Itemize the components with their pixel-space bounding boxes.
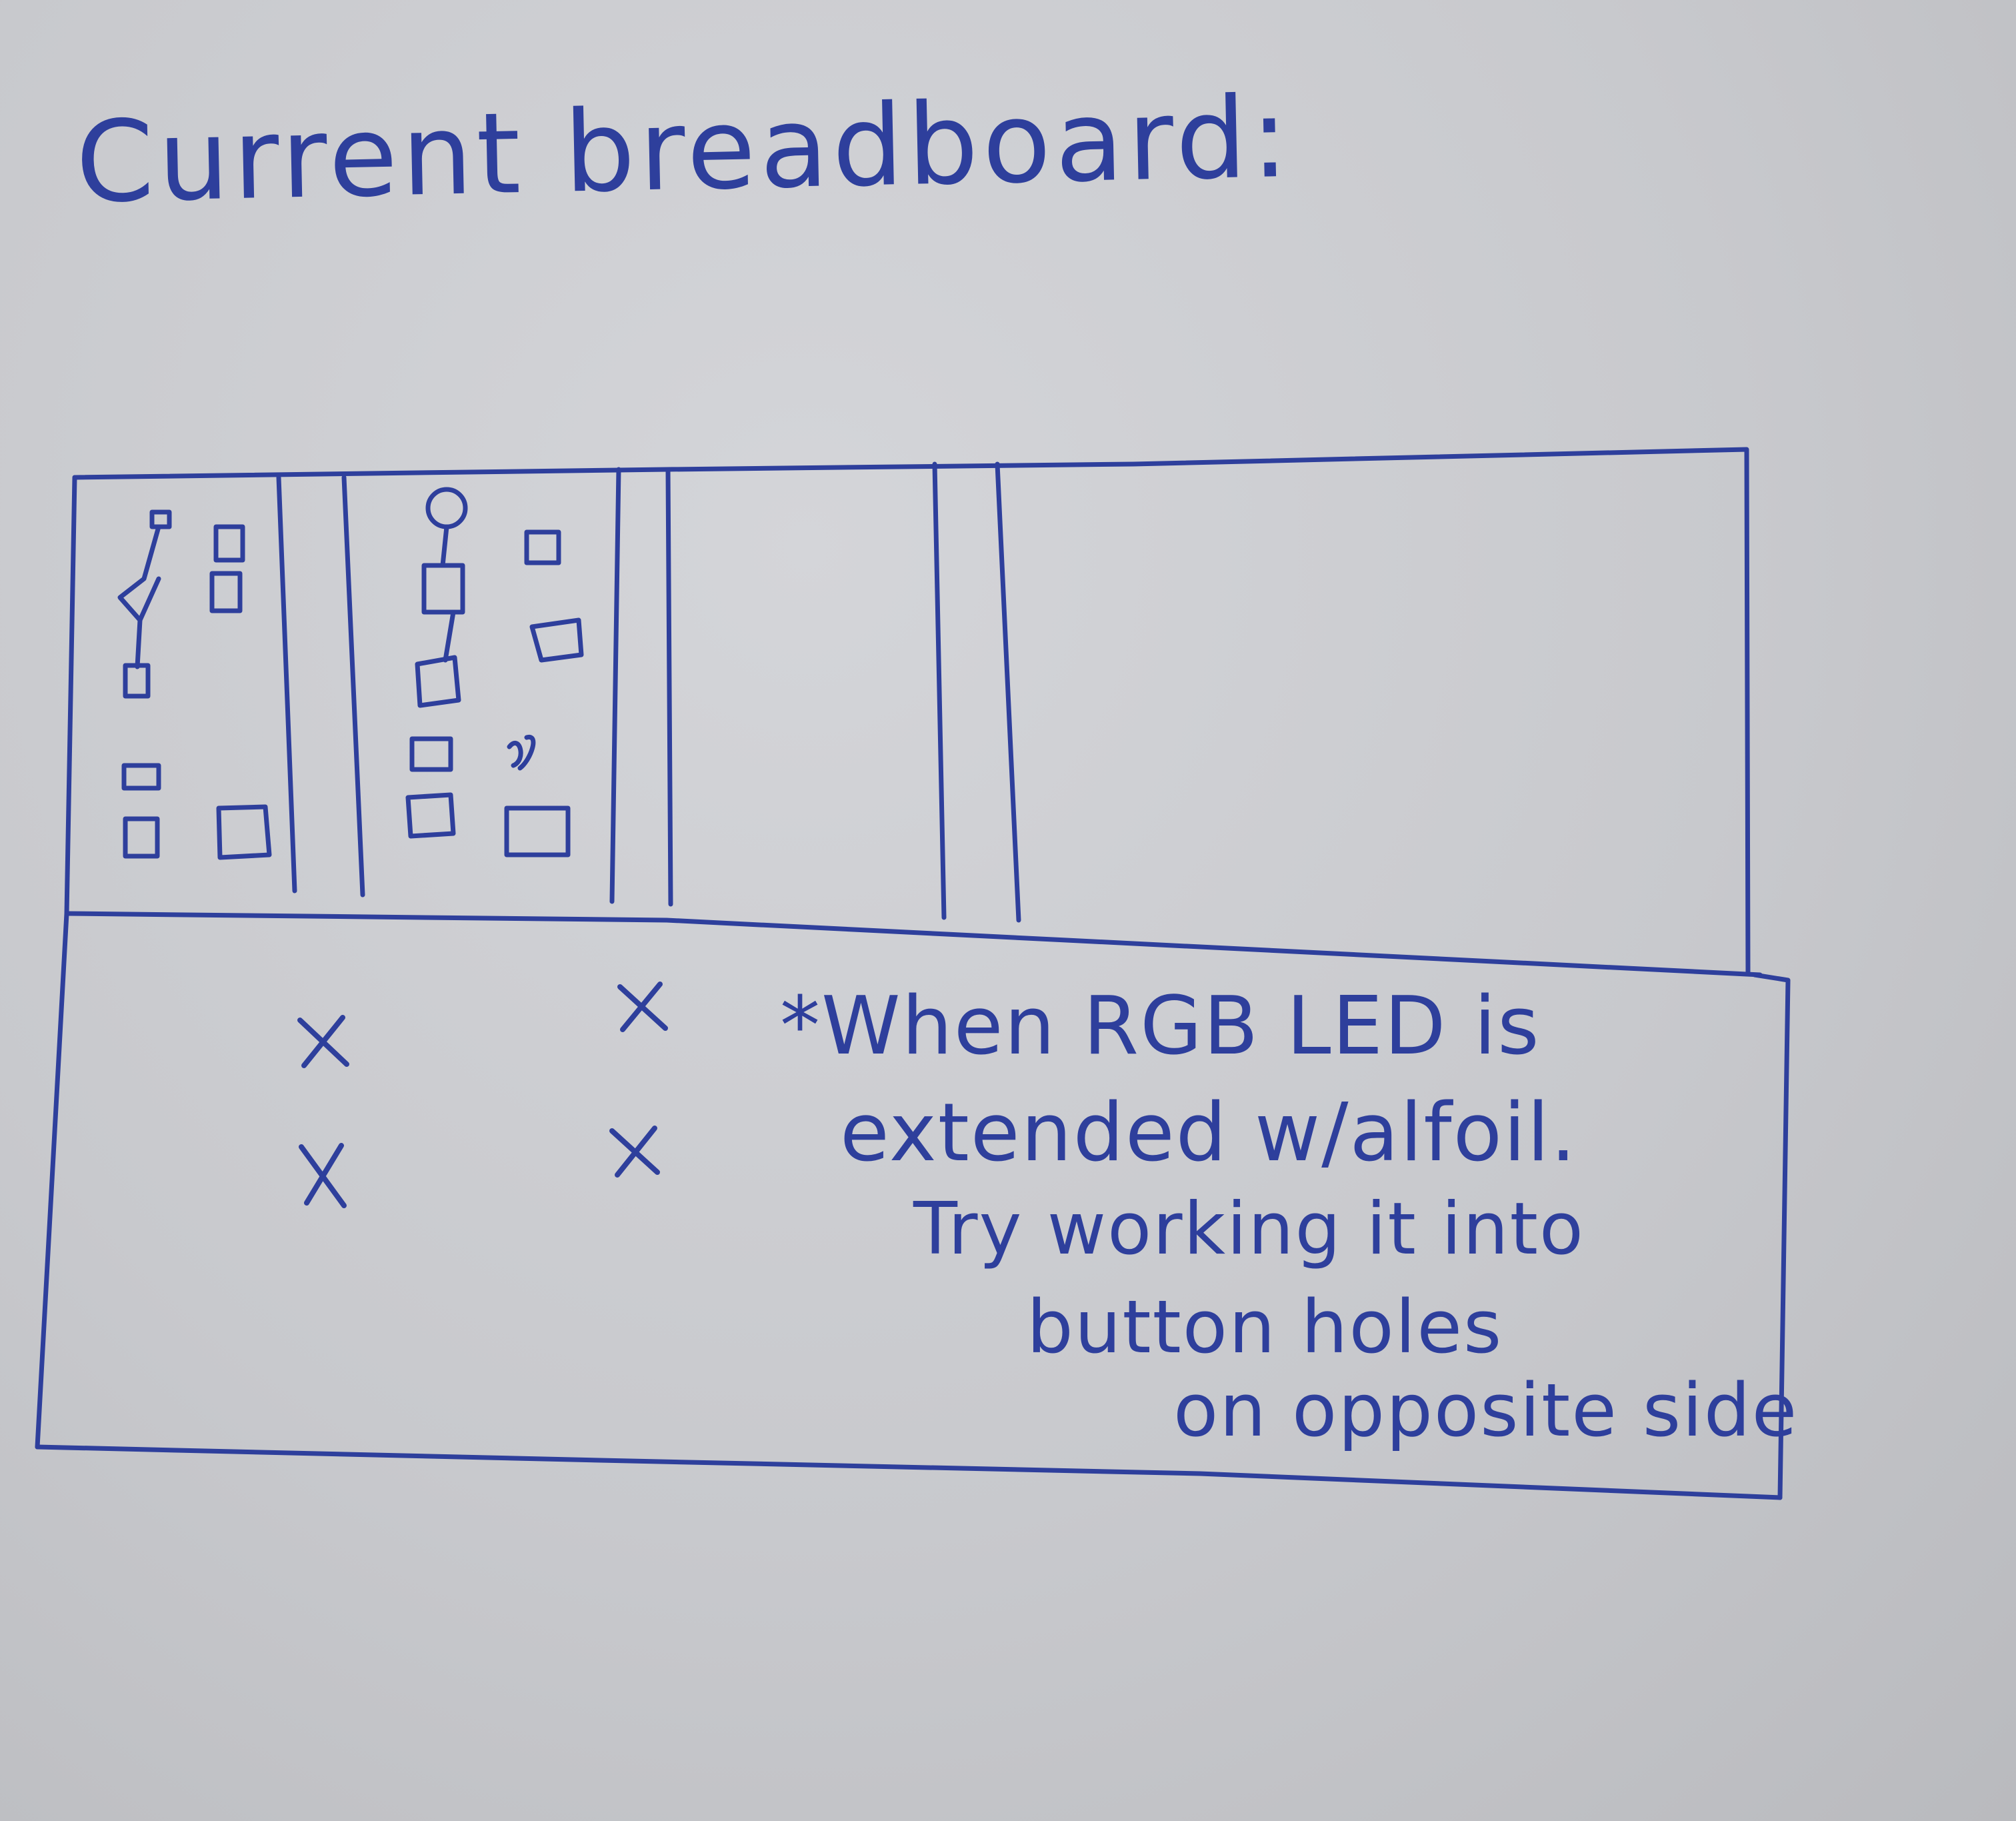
x-mark-icon [299,1143,347,1208]
button-icon [123,663,151,699]
note-line-1: *When RGB LED is [780,980,1541,1073]
x-mark-icon [617,982,668,1032]
led-icon [425,487,468,529]
breadboard-lower-outline [35,911,1791,1500]
breadboard-upper-outline [64,447,1763,978]
left-component-cluster [117,509,272,860]
resistor-icon [117,524,161,623]
note-line-5: on opposite side [1173,1368,1799,1453]
note-line-4: button holes [1027,1284,1503,1370]
note-line-2: extended w/alfoil. [840,1087,1577,1180]
column-dividers [276,461,1021,923]
middle-component-cluster [405,487,584,857]
x-mark-icon [609,1126,660,1178]
x-mark-icon [297,1015,349,1068]
note-line-3: Try working it into [913,1188,1585,1271]
x-marks [297,982,668,1208]
led-icon [149,509,172,529]
